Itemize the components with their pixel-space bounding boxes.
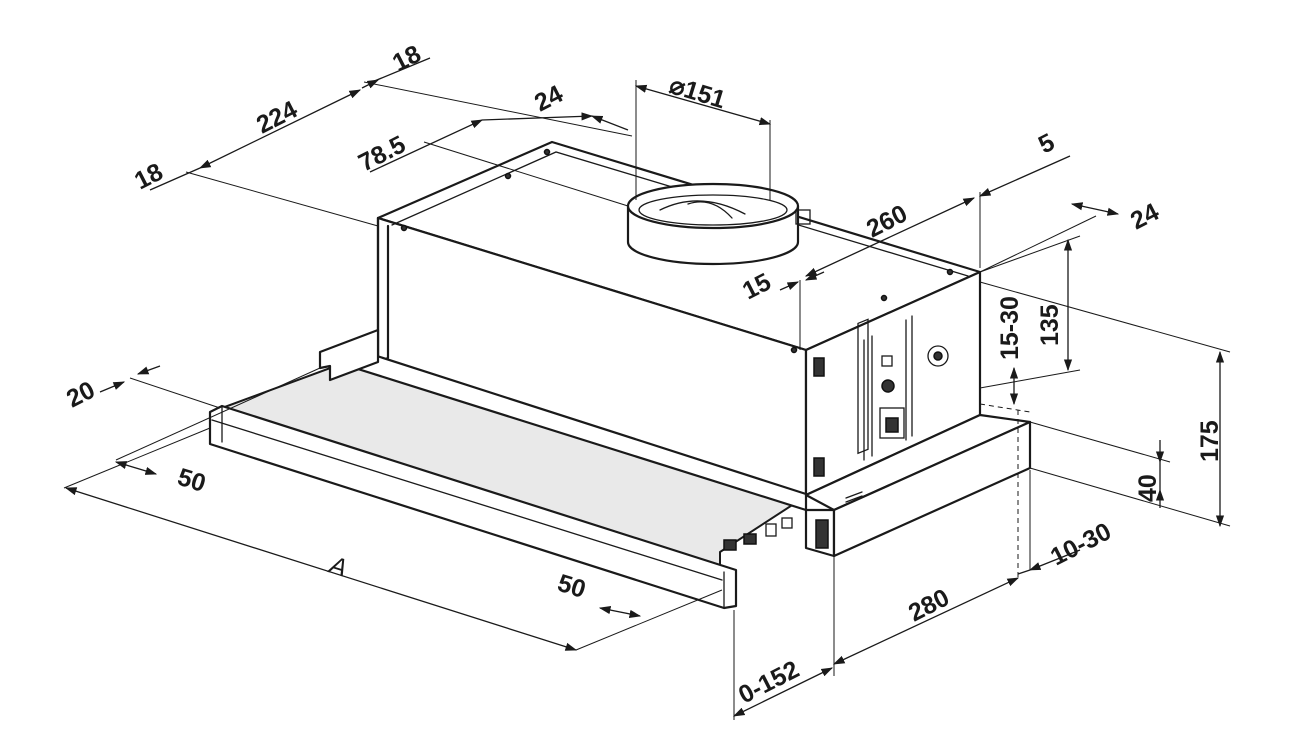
switch-slot bbox=[815, 519, 829, 549]
control-panel bbox=[813, 315, 949, 477]
dim-20: 20 bbox=[62, 376, 99, 414]
dim-50-left: 50 bbox=[174, 463, 209, 498]
dim-135: 135 bbox=[1036, 304, 1064, 346]
dimension-lines bbox=[63, 57, 1231, 720]
dim-24-right: 24 bbox=[1126, 198, 1164, 236]
dim-15-30: 15-30 bbox=[996, 296, 1024, 360]
dim-260: 260 bbox=[862, 199, 912, 243]
duct-collar bbox=[626, 182, 811, 266]
dim-18-left: 18 bbox=[130, 158, 168, 196]
dim-175: 175 bbox=[1196, 420, 1224, 462]
dim-40: 40 bbox=[1134, 474, 1162, 502]
dim-18-top: 18 bbox=[388, 40, 426, 78]
drawer-clips bbox=[723, 517, 793, 551]
dim-10-30: 10-30 bbox=[1046, 517, 1116, 571]
dim-0-152: 0-152 bbox=[734, 655, 804, 709]
dim-224: 224 bbox=[252, 95, 302, 139]
dim-a: A bbox=[324, 550, 350, 582]
dim-78-5: 78.5 bbox=[354, 130, 410, 177]
dim-280: 280 bbox=[904, 583, 954, 627]
dim-50-front: 50 bbox=[554, 569, 589, 604]
dim-diameter-151: ⌀151 bbox=[666, 71, 729, 114]
dim-24-top: 24 bbox=[530, 80, 568, 118]
dim-5: 5 bbox=[1034, 128, 1059, 159]
lower-casing bbox=[804, 413, 1032, 558]
